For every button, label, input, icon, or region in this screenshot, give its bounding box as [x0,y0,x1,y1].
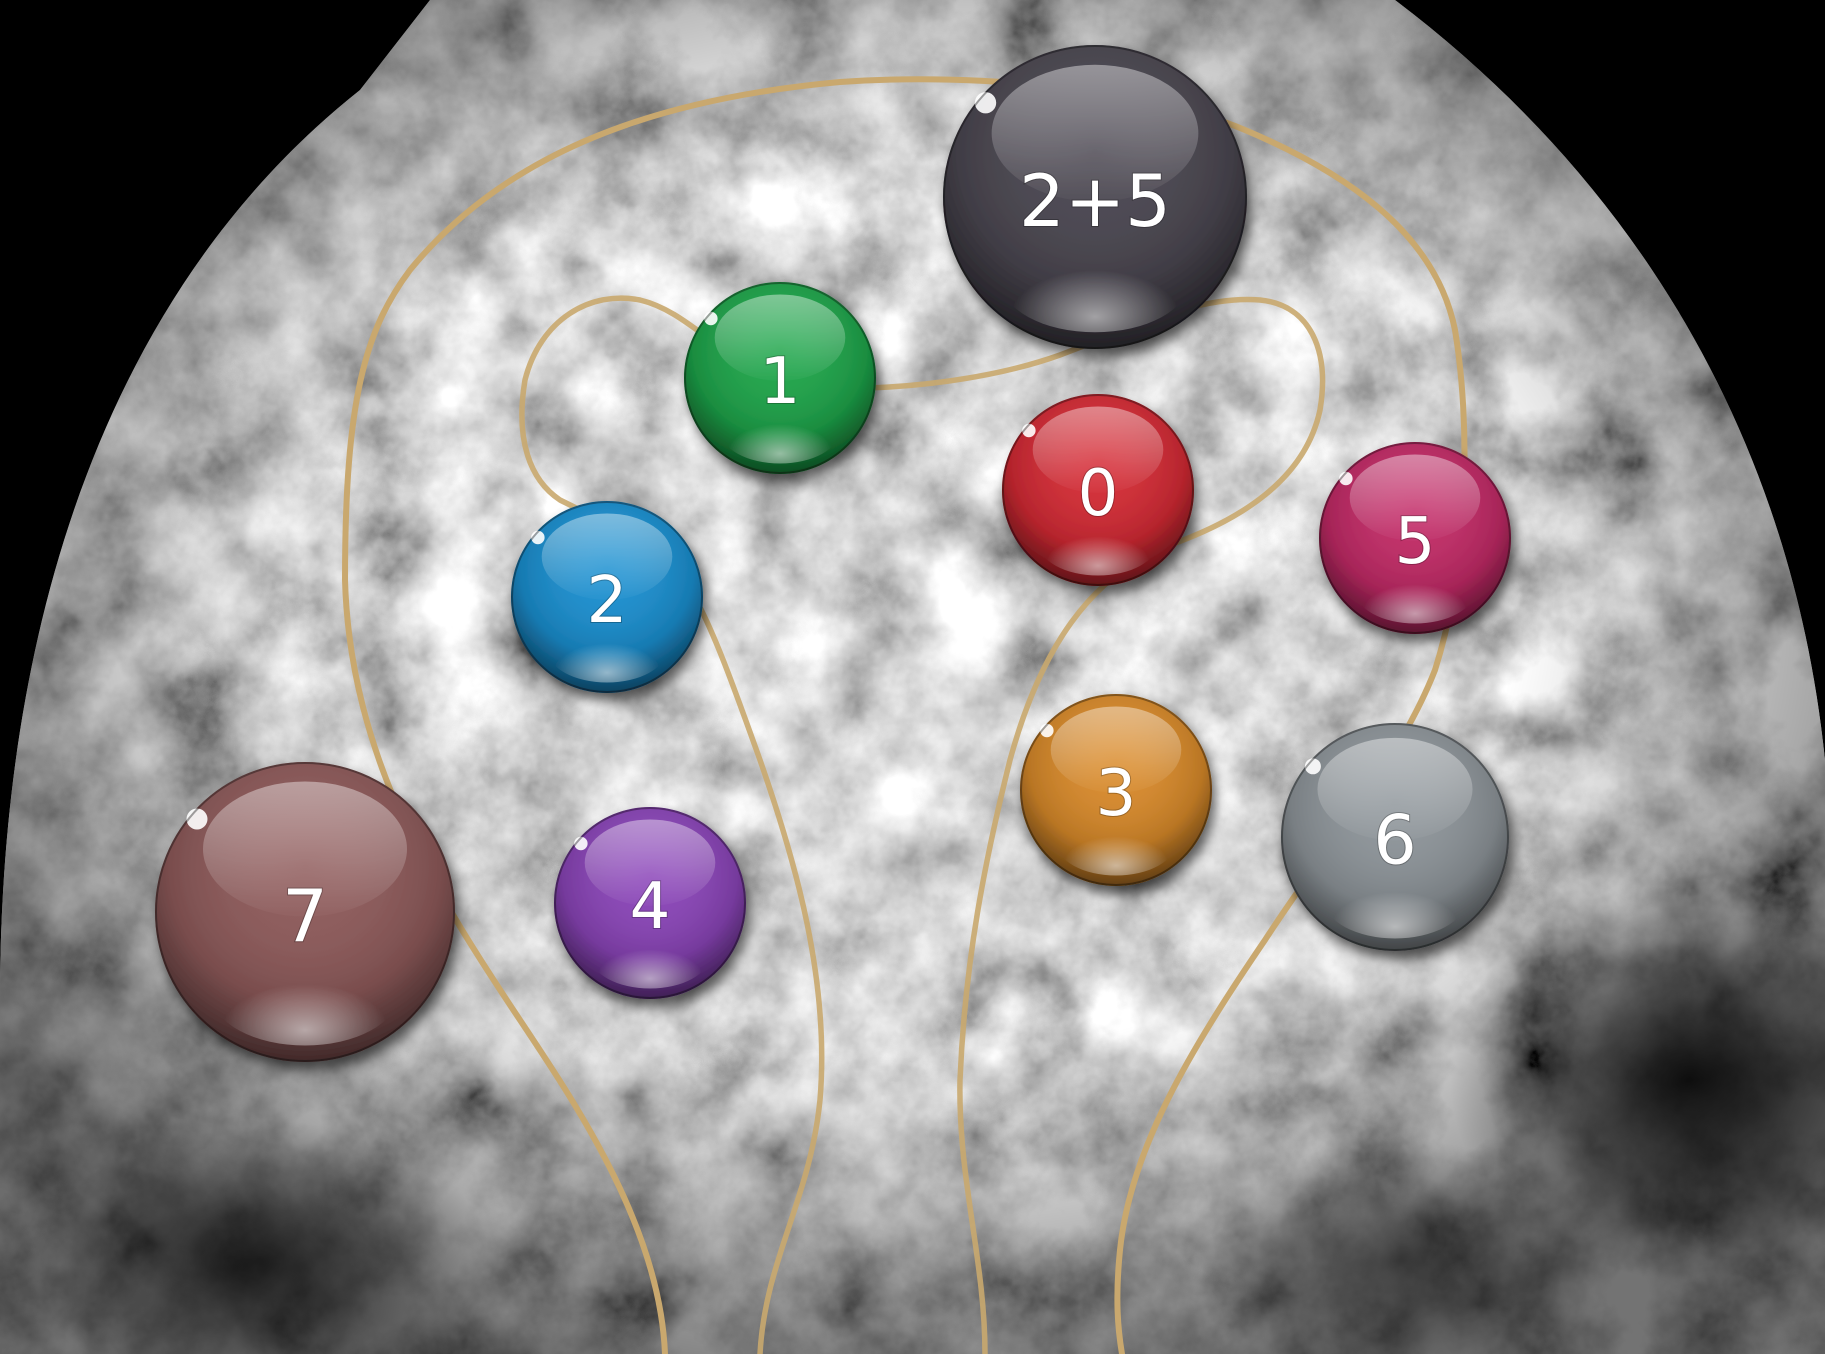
marker-1: 1 [684,282,876,474]
marker-label: 7 [282,874,328,958]
marker-2-5: 2+5 [943,45,1247,349]
marker-4: 4 [554,807,746,999]
marker-label: 4 [630,870,671,944]
marker-0: 0 [1002,394,1194,586]
marker-glow [1001,229,1189,332]
marker-glow [212,944,398,1046]
marker-label: 2 [587,564,628,638]
marker-label: 0 [1078,457,1119,531]
marker-label: 5 [1395,505,1436,579]
marker-label: 2+5 [1019,159,1171,243]
marker-6: 6 [1281,723,1509,951]
marker-label: 3 [1096,757,1137,831]
marker-label: 6 [1373,802,1416,881]
marker-2: 2 [511,501,703,693]
marker-7: 7 [155,762,455,1062]
marker-3: 3 [1020,694,1212,886]
marker-label: 1 [760,345,801,419]
marker-5: 5 [1319,442,1511,634]
